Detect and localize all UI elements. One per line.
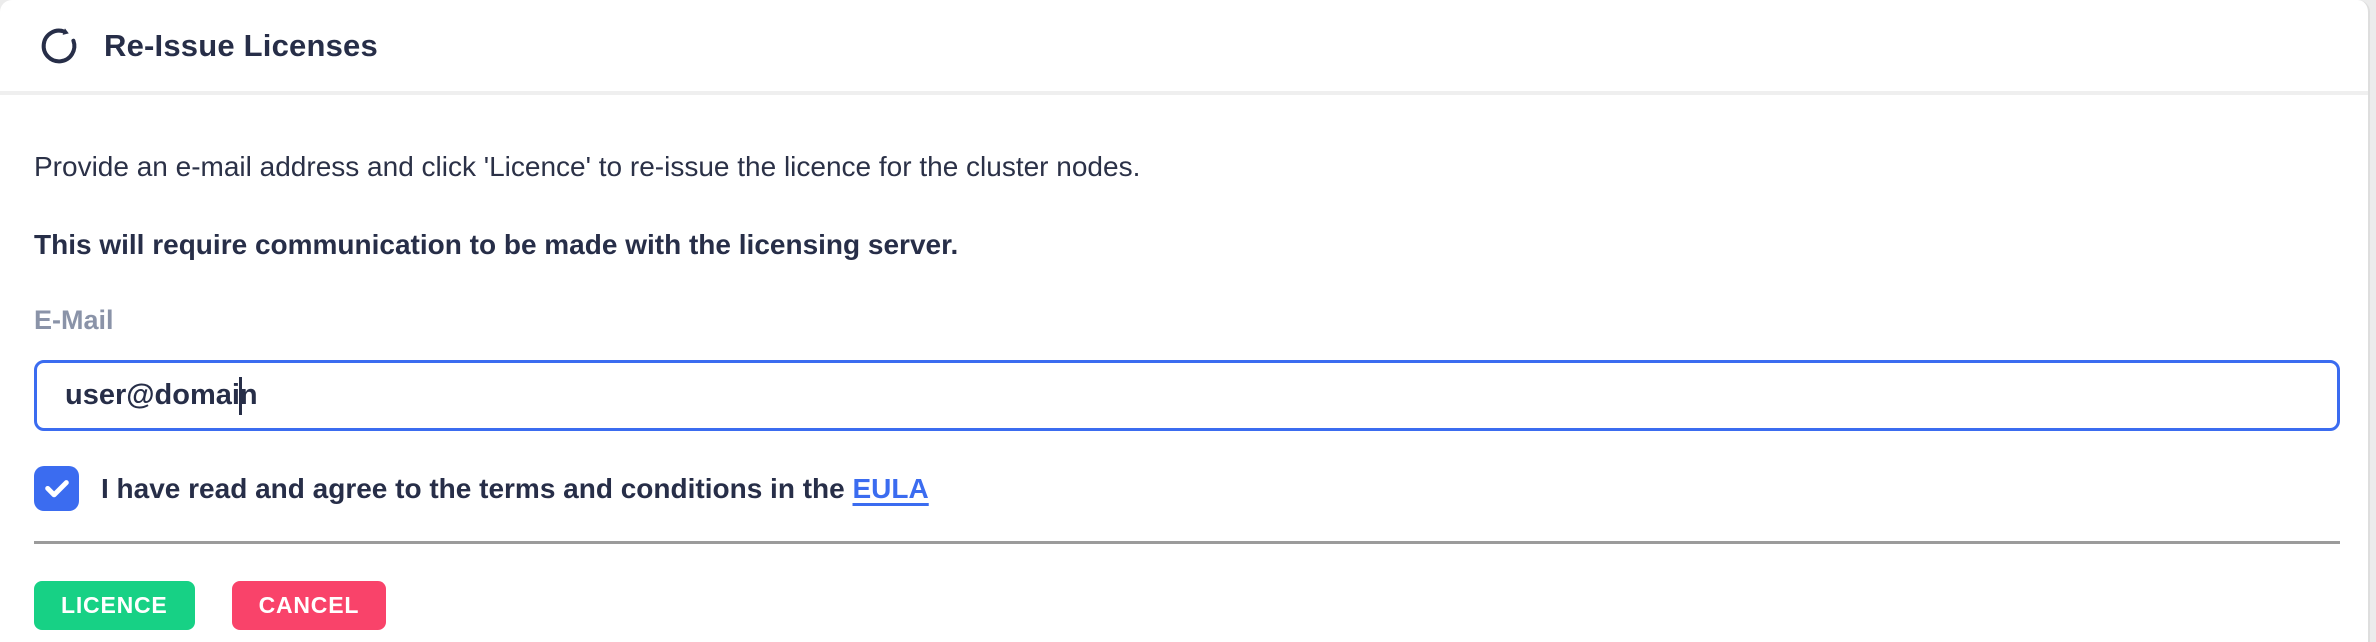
panel-header: Re-Issue Licenses xyxy=(0,0,2368,95)
warning-text: This will require communication to be ma… xyxy=(34,229,959,260)
instruction-text: Provide an e-mail address and click 'Lic… xyxy=(34,151,1141,182)
panel-title: Re-Issue Licenses xyxy=(104,27,378,63)
cancel-button[interactable]: CANCEL xyxy=(231,581,387,630)
email-label: E-Mail xyxy=(34,305,114,335)
eula-checkbox[interactable] xyxy=(34,466,79,511)
eula-agreement-text-before: I have read and agree to the terms and c… xyxy=(101,472,853,504)
eula-link[interactable]: EULA xyxy=(852,472,929,504)
eula-agreement-row: I have read and agree to the terms and c… xyxy=(34,466,2334,511)
text-caret xyxy=(239,377,242,415)
footer-divider xyxy=(34,541,2340,544)
email-input-wrap xyxy=(34,360,2340,431)
licence-button[interactable]: LICENCE xyxy=(34,581,195,630)
refresh-icon xyxy=(36,23,82,69)
action-buttons: LICENCE CANCEL xyxy=(34,581,2334,630)
email-field[interactable] xyxy=(34,360,2340,431)
panel-content: Provide an e-mail address and click 'Lic… xyxy=(0,151,2368,630)
eula-agreement-text: I have read and agree to the terms and c… xyxy=(101,473,929,505)
